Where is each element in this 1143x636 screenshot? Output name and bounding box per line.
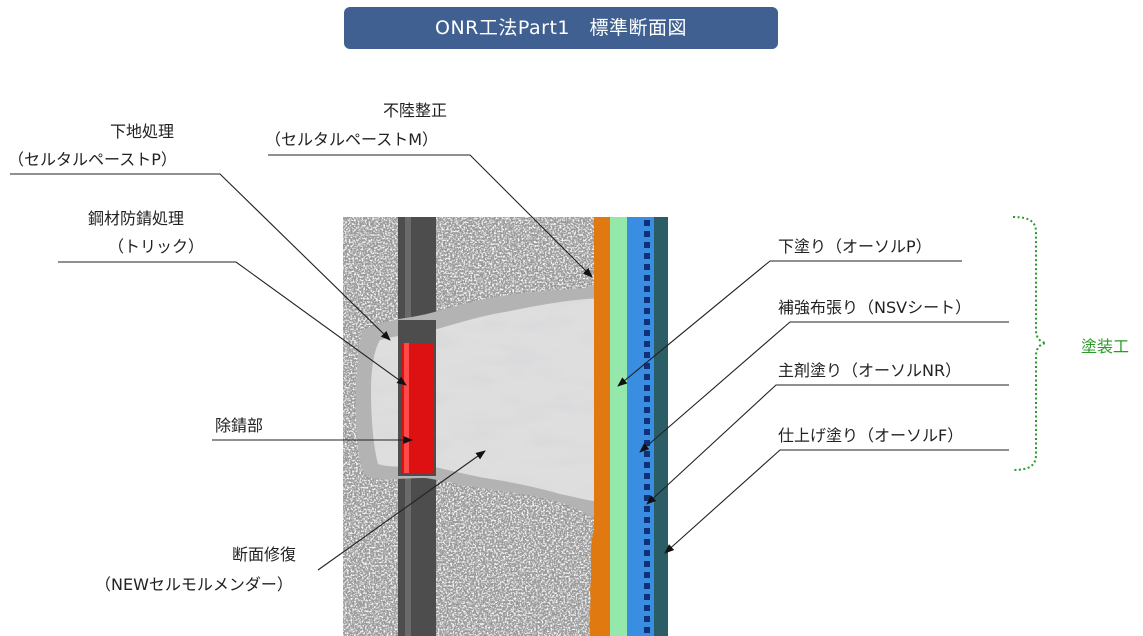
label-undercoat: 下塗り（オーソルP） — [778, 237, 932, 256]
label-section-repair-2: （NEWセルモルメンダー） — [95, 575, 293, 594]
label-section-repair-1: 断面修復 — [232, 545, 296, 564]
label-steel-rust-treatment-1: 鋼材防錆処理 — [88, 209, 184, 228]
label-base-treatment-2: （セルタルペーストP） — [8, 150, 177, 169]
reinforcement-sheet-layer — [610, 217, 627, 636]
label-leveling-2: （セルタルペーストM） — [265, 130, 438, 149]
label-main-coat: 主剤塗り（オーソルNR） — [778, 361, 961, 380]
label-reinforcement: 補強布張り（NSVシート） — [778, 298, 971, 317]
label-base-treatment-1: 下地処理 — [110, 122, 174, 141]
label-rust-removal-part: 除錆部 — [215, 416, 263, 435]
diagram-title: ONR工法Part1 標準断面図 — [344, 7, 778, 49]
label-finish-coat: 仕上げ塗り（オーソルF） — [778, 426, 963, 445]
sheet-dashes — [644, 220, 650, 633]
coating-work-bracket — [1012, 216, 1047, 471]
label-coating-work: 塗装工 — [1081, 337, 1129, 356]
label-leveling-1: 不陸整正 — [383, 101, 447, 120]
label-steel-rust-treatment-2: （トリック） — [108, 237, 204, 256]
finish-coat-layer — [654, 217, 668, 636]
undercoat-layer — [589, 217, 610, 636]
